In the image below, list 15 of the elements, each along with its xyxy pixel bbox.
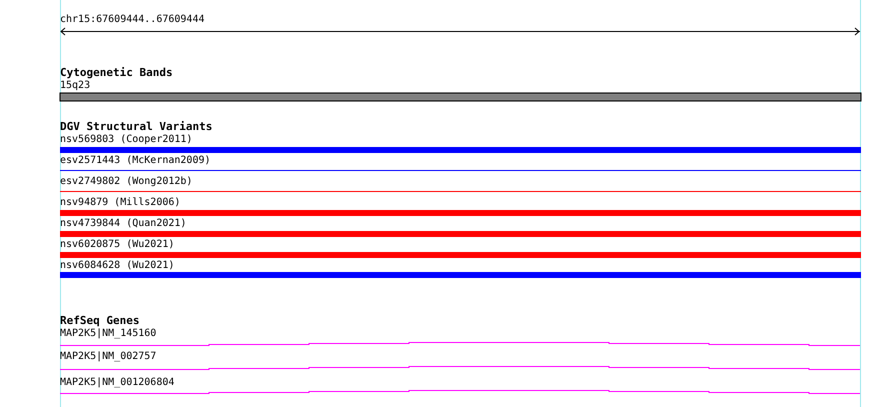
track-title: Cytogenetic Bands: [60, 67, 173, 79]
variant-label: nsv6020875 (Wu2021): [60, 239, 174, 251]
variant-label: nsv94879 (Mills2006): [60, 197, 180, 209]
variant-label: esv2749802 (Wong2012b): [60, 176, 192, 188]
track-title: DGV Structural Variants: [60, 121, 212, 133]
transcript-label: MAP2K5|NM_001206804: [60, 377, 174, 389]
variant-label: nsv569803 (Cooper2011): [60, 134, 192, 146]
variant-label: nsv6084628 (Wu2021): [60, 260, 174, 272]
band-label: 15q23: [60, 80, 90, 92]
transcript-label: MAP2K5|NM_145160: [60, 328, 156, 340]
transcript-label: MAP2K5|NM_002757: [60, 351, 156, 363]
coordinate-label: chr15:67609444..67609444: [60, 14, 204, 26]
variant-label: esv2571443 (McKernan2009): [60, 155, 211, 167]
variant-label: nsv4739844 (Quan2021): [60, 218, 186, 230]
track-title: RefSeq Genes: [60, 315, 140, 327]
